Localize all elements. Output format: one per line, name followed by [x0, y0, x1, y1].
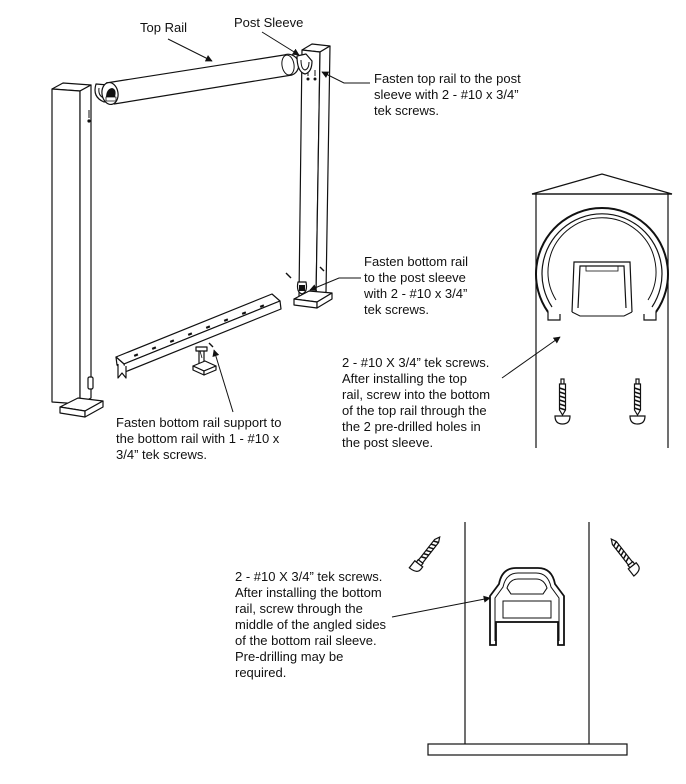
tek-screw-icon	[629, 378, 646, 425]
top-rail	[101, 53, 300, 106]
top-rail-sleeve-detail	[531, 173, 673, 448]
right-post-base-plate	[293, 290, 333, 309]
post-sleeve-label: Post Sleeve	[234, 15, 304, 30]
bottom-rail-slots	[133, 304, 265, 357]
top-rail-screws-note: 2 - #10 X 3/4” tek screws. After install…	[342, 355, 491, 450]
right-post-top-sleeve	[296, 53, 313, 75]
bottom-rail-fasten-note: Fasten bottom rail to the post sleeve wi…	[364, 254, 469, 317]
bottom-rail-support-fasten-note: Fasten bottom rail support to the bottom…	[116, 415, 282, 462]
exploded-assembly	[51, 43, 333, 418]
tek-screw-icon	[408, 535, 441, 572]
top-rail-sleeve-profile	[535, 207, 669, 321]
bottom-rail-screws-note: 2 - #10 X 3/4” tek screws. After install…	[235, 569, 387, 680]
left-post	[51, 82, 94, 405]
bottom-rail-sleeve-detail	[408, 522, 640, 756]
bottom-rail	[115, 293, 282, 379]
top-rail-label: Top Rail	[140, 20, 187, 35]
bottom-rail-sleeve-profile	[489, 567, 565, 646]
bottom-rail-support	[192, 346, 217, 376]
top-rail-fasten-note: Fasten top rail to the post sleeve with …	[374, 71, 521, 118]
right-post-bottom-sleeve	[296, 281, 308, 295]
top-rail-screws	[554, 378, 646, 425]
tek-screw-icon	[554, 378, 571, 425]
leader-arrows	[167, 31, 370, 413]
tek-screw-icon	[610, 537, 640, 577]
left-post-base-plate	[59, 397, 104, 418]
right-post	[298, 43, 331, 299]
